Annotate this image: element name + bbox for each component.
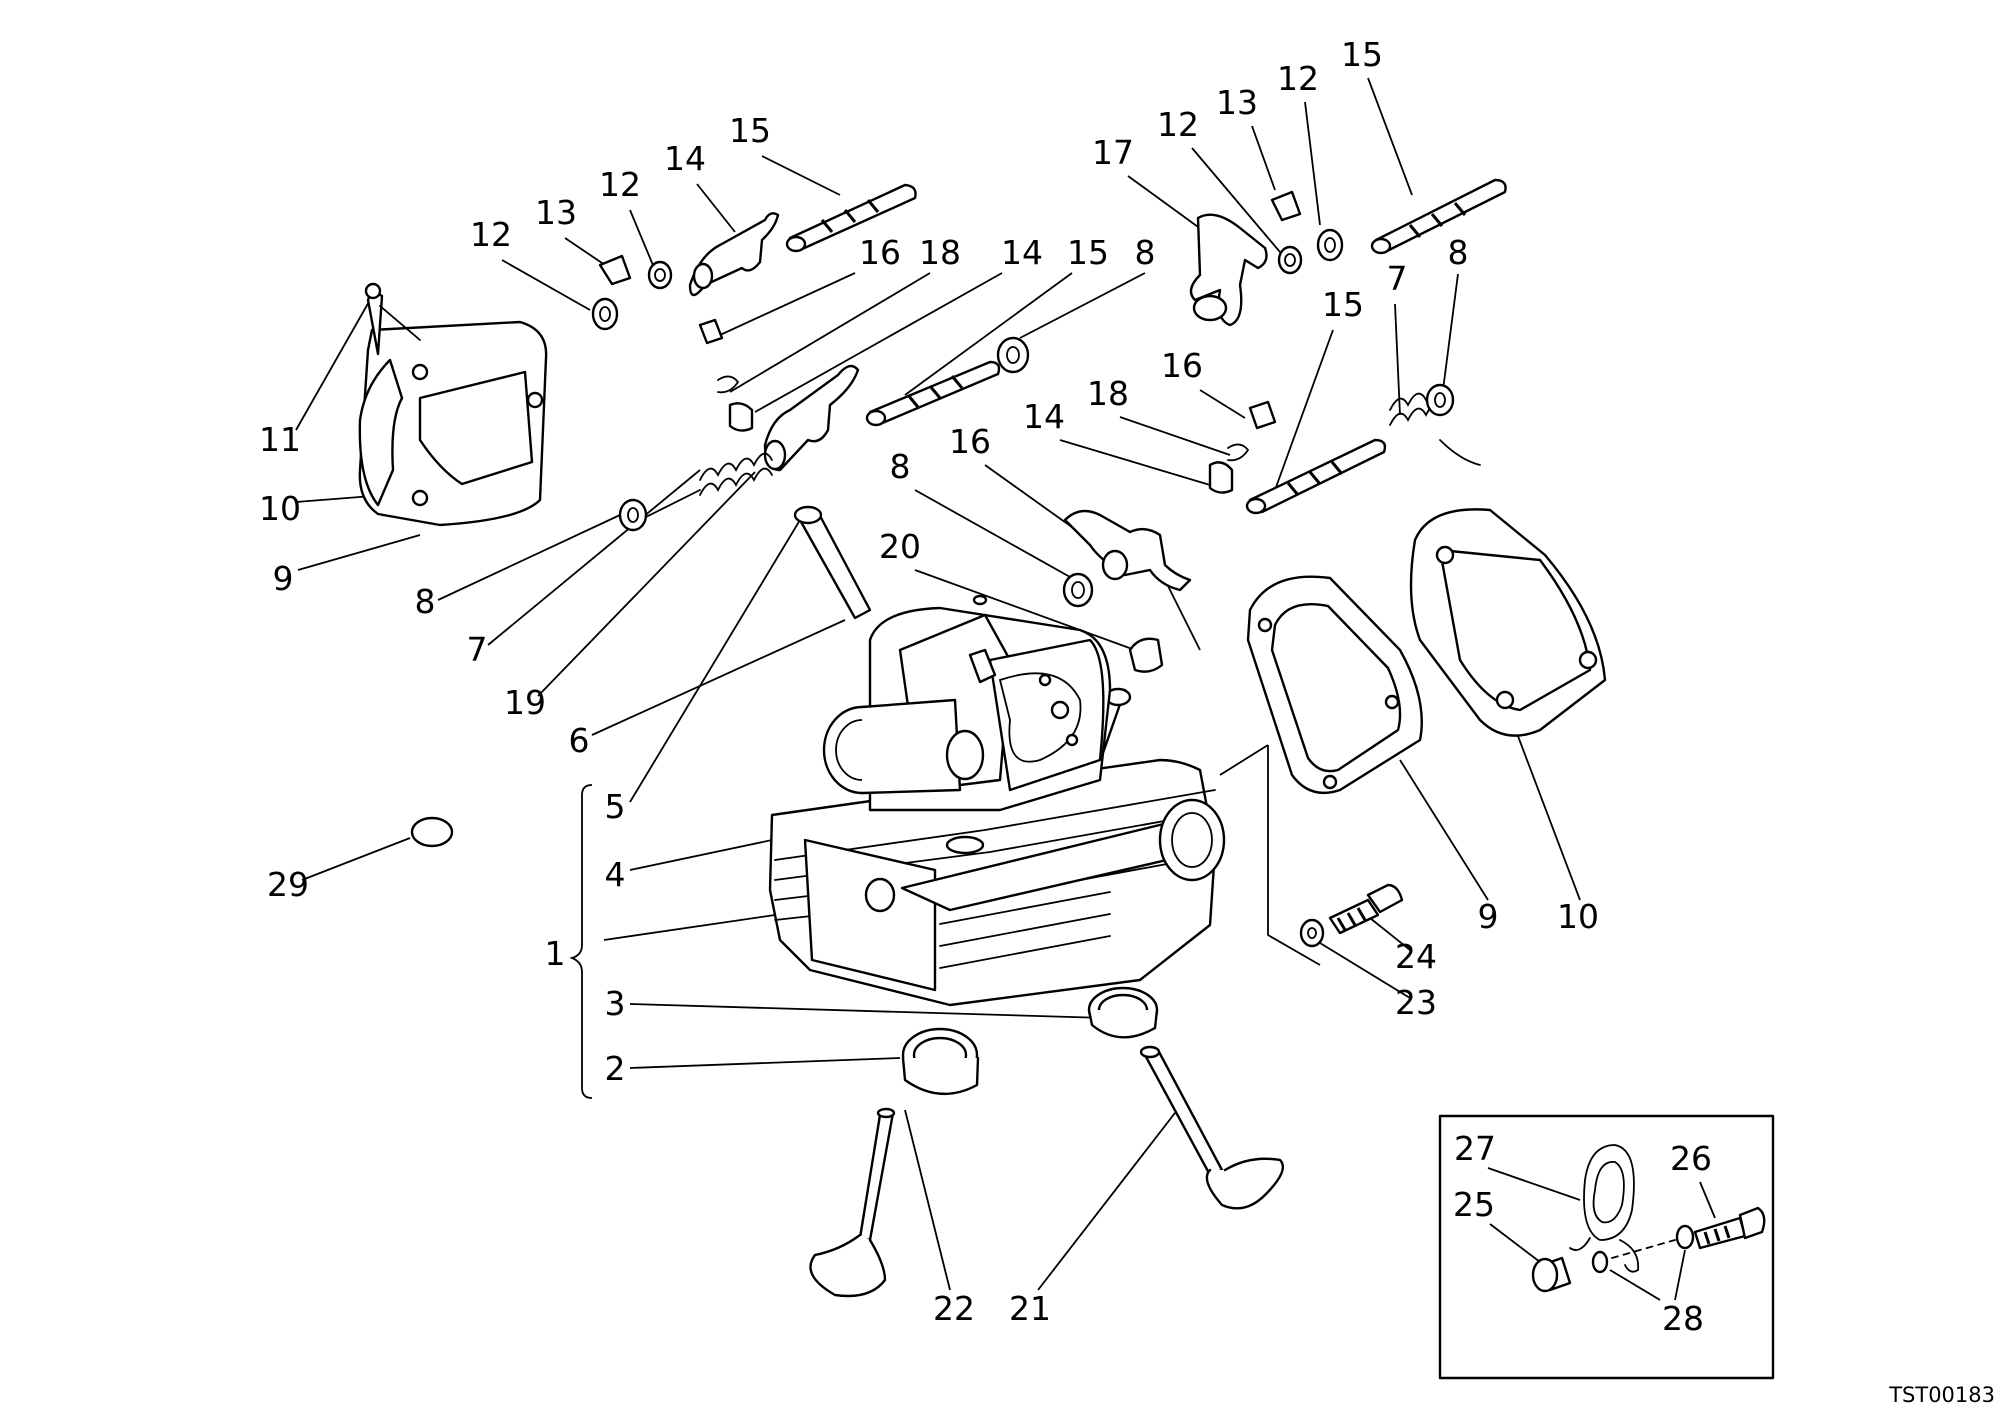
part-callout-10: 10 [259,489,301,528]
part-callout-16: 16 [1161,346,1203,385]
part-callout-14: 14 [664,139,706,178]
part-callout-7: 7 [1387,259,1408,298]
part-callout-5: 5 [605,787,626,826]
cylinder-head [768,594,1226,1007]
part-callout-23: 23 [1395,983,1437,1022]
part-callout-15: 15 [729,111,771,150]
part-callout-10: 10 [1557,897,1599,936]
part-callout-12: 12 [599,165,641,204]
part-callout-22: 22 [933,1289,975,1328]
part-callout-15: 15 [1322,285,1364,324]
part-callout-14: 14 [1023,397,1065,436]
part-callout-8: 8 [415,582,436,621]
part-callout-13: 13 [535,193,577,232]
part-callout-15: 15 [1341,35,1383,74]
part-callout-1: 1 [545,934,566,973]
part-callout-20: 20 [879,527,921,566]
part-callout-21: 21 [1009,1289,1051,1328]
small-parts [410,816,1404,948]
inset-detail [1438,1114,1775,1380]
part-callout-16: 16 [949,422,991,461]
part-callout-29: 29 [267,865,309,904]
part-callout-17: 17 [1092,133,1134,172]
part-callout-15: 15 [1067,233,1109,272]
part-callout-6: 6 [569,721,590,760]
part-callout-26: 26 [1670,1139,1712,1178]
part-callout-16: 16 [859,233,901,272]
part-callout-14: 14 [1001,233,1043,272]
part-callout-18: 18 [919,233,961,272]
part-callout-11: 11 [259,420,301,459]
part-callout-25: 25 [1453,1185,1495,1224]
upper-right-rocker-assembly [1062,178,1507,792]
part-callout-3: 3 [605,984,626,1023]
part-callout-12: 12 [1157,105,1199,144]
part-callout-19: 19 [504,683,546,722]
part-callout-28: 28 [1662,1299,1704,1338]
part-callout-2: 2 [605,1049,626,1088]
part-callout-12: 12 [470,215,512,254]
drawing-reference-code: TST00183 [1888,1383,1995,1407]
right-gasket-and-cover [1246,508,1607,795]
part-callout-7: 7 [467,630,488,669]
part-callout-8: 8 [1448,233,1469,272]
part-callout-27: 27 [1454,1129,1496,1168]
part-callout-13: 13 [1216,83,1258,122]
part-callout-8: 8 [890,447,911,486]
valves-and-seats [809,986,1285,1298]
part-callout-12: 12 [1277,59,1319,98]
part-callout-4: 4 [605,855,626,894]
assembly-bracket [569,784,593,1099]
part-callout-24: 24 [1395,937,1437,976]
part-callout-8: 8 [1135,233,1156,272]
left-rocker-cover [358,282,548,527]
part-callout-18: 18 [1087,374,1129,413]
upper-left-rocker-assembly [591,183,1030,620]
part-callout-9: 9 [1478,897,1499,936]
part-callout-9: 9 [273,559,294,598]
